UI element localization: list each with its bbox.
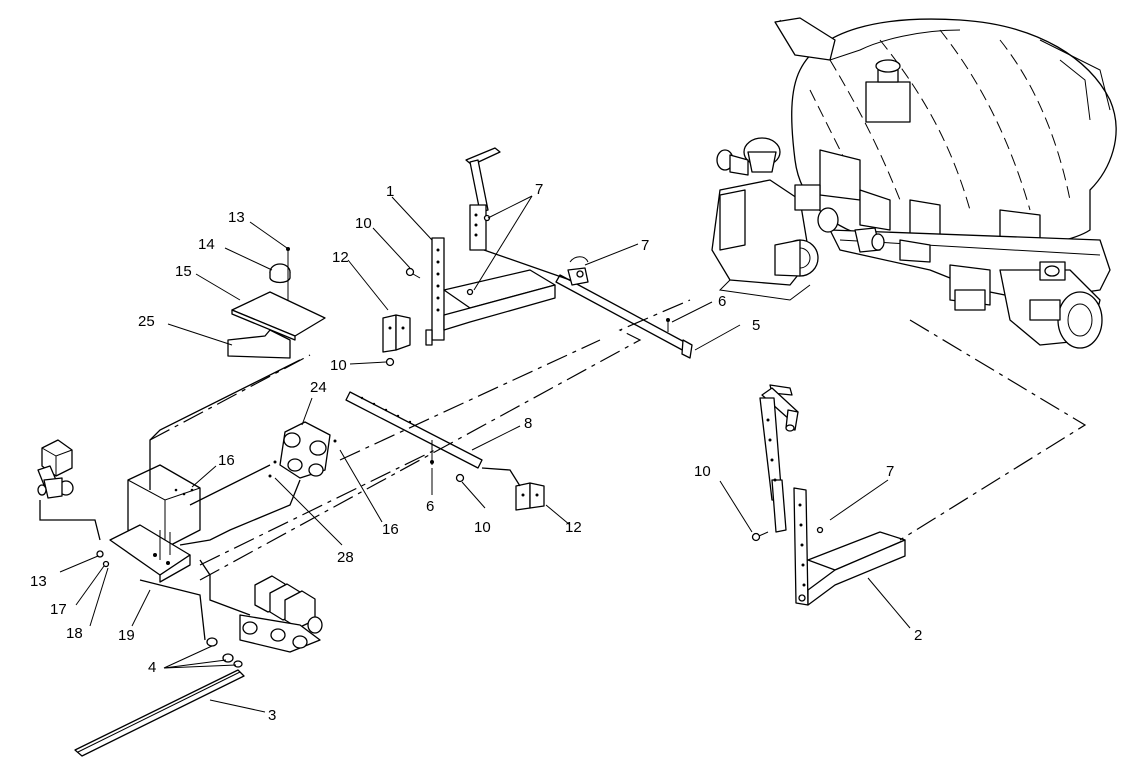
upper-arm-assembly bbox=[382, 147, 693, 367]
spray-tank bbox=[774, 17, 1117, 251]
callout-labels: 1 2 3 4 5 6 6 7 7 7 8 10 10 10 10 12 12 … bbox=[30, 181, 922, 724]
wiring bbox=[39, 249, 571, 641]
callout-18: 18 bbox=[66, 625, 83, 642]
callout-16-left: 16 bbox=[218, 452, 235, 469]
callout-15: 15 bbox=[175, 263, 192, 280]
callout-2: 2 bbox=[914, 627, 922, 644]
callout-4: 4 bbox=[148, 659, 156, 676]
valve-manifold bbox=[206, 575, 323, 668]
boom-tube bbox=[74, 669, 245, 757]
pump-assembly bbox=[711, 137, 931, 301]
callout-13-upper: 13 bbox=[228, 209, 245, 226]
callout-13-lower: 13 bbox=[30, 573, 47, 590]
callout-7-upper: 7 bbox=[535, 181, 543, 198]
callout-7-middle: 7 bbox=[641, 237, 649, 254]
control-box bbox=[96, 464, 201, 583]
callout-17: 17 bbox=[50, 601, 67, 618]
callout-10-left: 10 bbox=[330, 357, 347, 374]
callout-14: 14 bbox=[198, 236, 215, 253]
callout-16-center: 16 bbox=[382, 521, 399, 538]
callout-10-right: 10 bbox=[694, 463, 711, 480]
callout-5: 5 bbox=[752, 317, 760, 334]
callout-25: 25 bbox=[138, 313, 155, 330]
callout-3: 3 bbox=[268, 707, 276, 724]
callout-24: 24 bbox=[310, 379, 327, 396]
cover-assembly bbox=[227, 247, 326, 359]
lower-bar-assembly bbox=[345, 391, 545, 511]
callout-7-right: 7 bbox=[886, 463, 894, 480]
right-arm-assembly bbox=[751, 384, 906, 606]
callout-12-upper: 12 bbox=[332, 249, 349, 266]
callout-19: 19 bbox=[118, 627, 135, 644]
leader-lines bbox=[59, 195, 911, 713]
single-valve bbox=[37, 439, 74, 499]
callout-28: 28 bbox=[337, 549, 354, 566]
callout-1: 1 bbox=[386, 183, 394, 200]
callout-10-upper: 10 bbox=[355, 215, 372, 232]
callout-6-upper: 6 bbox=[718, 293, 726, 310]
callout-6-lower: 6 bbox=[426, 498, 434, 515]
callout-12-lower: 12 bbox=[565, 519, 582, 536]
valve-24 bbox=[268, 421, 337, 479]
callout-8: 8 bbox=[524, 415, 532, 432]
callout-10-center: 10 bbox=[474, 519, 491, 536]
assembly-centerlines bbox=[149, 299, 1087, 581]
